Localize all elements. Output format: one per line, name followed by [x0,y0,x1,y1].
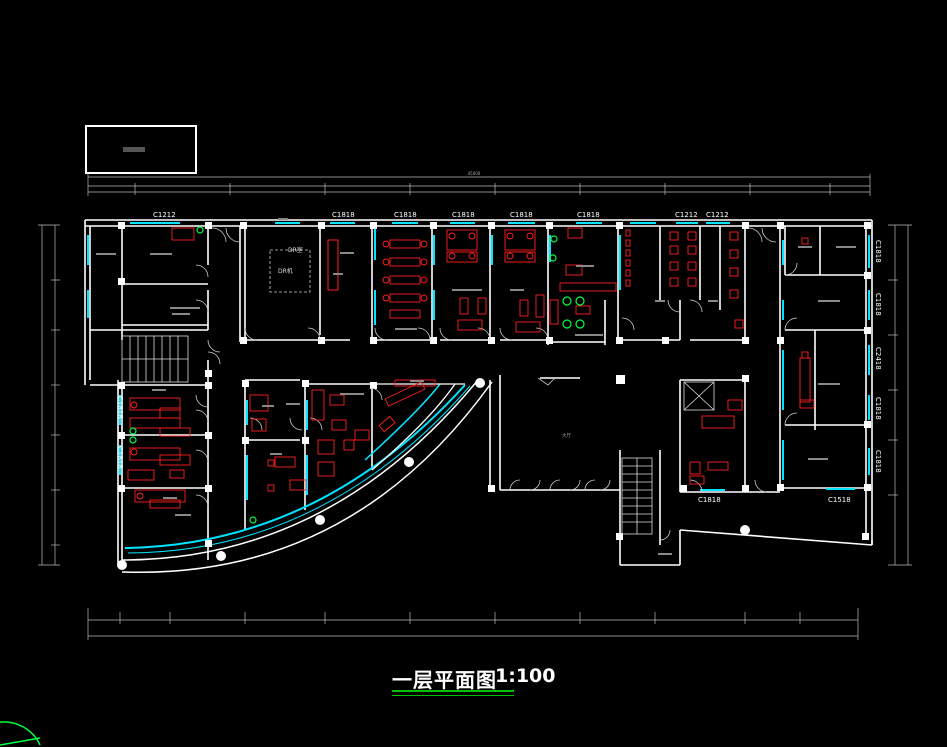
window-tag: C1212 [706,211,729,219]
window-tag: C2418 [874,347,882,370]
window-tag: C1818 [874,293,882,316]
title-underline [392,690,514,692]
windows [87,222,870,500]
window-tag: C1818 [577,211,600,219]
drawing-caption: 一层平面图 1:100 [392,664,556,698]
doors [195,227,798,541]
room-annotations [96,218,856,555]
window-tag: C1818 [510,211,533,219]
drawing-scale: 1:100 [495,665,556,687]
walls [84,219,873,566]
window-tag: C1518 [828,496,851,504]
left-dimensions [38,224,60,566]
window-tag: C1818 [332,211,355,219]
bottom-dimensions [87,608,859,640]
compass-arc [0,721,41,746]
window-tag: C1818 [874,240,882,263]
window-tag: C1818 [116,396,124,419]
round-columns [117,378,750,570]
dr-machine-label: DR机 [278,267,293,275]
drawing-title: 一层平面图 [392,668,497,692]
top-dimensions [87,174,871,196]
window-tag: C1818 [698,496,721,504]
right-dimensions [888,224,912,566]
window-tag: C1212 [675,211,698,219]
window-tags: C1212 C1818 C1818 C1818 C1818 C1818 C121… [116,211,882,504]
hall-label: 大厅 [562,432,571,439]
window-tag: C1212 [153,211,176,219]
dr-machine: DR室 DR机 [269,239,339,293]
stairs [121,335,715,535]
curved-facade [121,379,493,574]
window-tag: C1818 [394,211,417,219]
window-tag: C1818 [874,397,882,420]
columns [118,222,871,547]
title-box [85,125,197,174]
overall-dimension: 45000 [468,171,481,176]
window-tag: C1818 [874,450,882,473]
window-tag: C1818 [452,211,475,219]
title-underline-thin [392,695,514,696]
dr-room-label: DR室 [288,246,303,254]
green-symbols [129,226,585,524]
furniture [127,227,815,509]
window-tag: C1818 [116,446,124,469]
